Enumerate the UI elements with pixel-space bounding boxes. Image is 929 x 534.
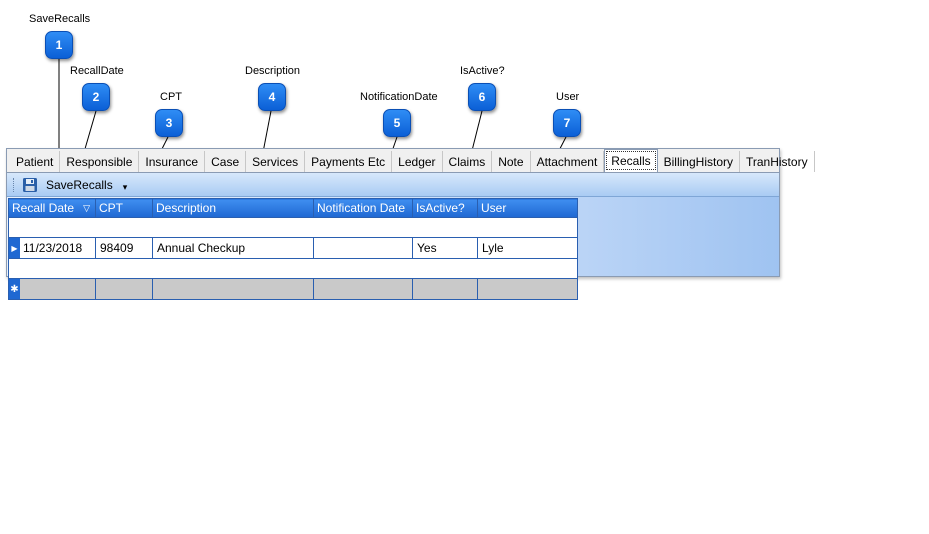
recalls-grid: Recall Date ▽ CPT Description Notificati… <box>8 198 578 300</box>
user-cell[interactable]: Lyle <box>477 237 578 259</box>
new-row-user-cell[interactable] <box>477 278 578 300</box>
recall-date-cell[interactable]: ▶ 11/23/2018 <box>8 237 96 259</box>
callout-label-cpt: CPT <box>160 91 182 103</box>
tab-payments-etc[interactable]: Payments Etc <box>305 151 393 172</box>
callout-marker-1: 1 <box>45 31 73 59</box>
tab-attachment[interactable]: Attachment <box>531 151 605 172</box>
new-row-notification-date-cell[interactable] <box>313 278 413 300</box>
callout-marker-4: 4 <box>258 83 286 111</box>
tab-tranhistory[interactable]: TranHistory <box>740 151 815 172</box>
table-row[interactable]: ▶ 11/23/2018 98409 Annual Checkup Yes Ly… <box>8 237 578 259</box>
grid-header-row: Recall Date ▽ CPT Description Notificati… <box>8 198 578 218</box>
tab-case[interactable]: Case <box>205 151 247 172</box>
tab-claims[interactable]: Claims <box>443 151 493 172</box>
new-row-indicator-icon[interactable]: ✱ <box>9 279 20 299</box>
tab-responsible[interactable]: Responsible <box>60 151 140 172</box>
grid-spacer <box>8 217 578 238</box>
save-recalls-button[interactable]: SaveRecalls <box>46 177 113 192</box>
tab-services[interactable]: Services <box>246 151 306 172</box>
callout-label-user: User <box>556 91 580 103</box>
description-cell[interactable]: Annual Checkup <box>152 237 314 259</box>
column-header-cpt[interactable]: CPT <box>95 198 153 218</box>
sort-filter-icon[interactable]: ▽ <box>83 203 90 213</box>
new-row-description-cell[interactable] <box>152 278 314 300</box>
new-row-recall-date-cell[interactable]: ✱ <box>8 278 96 300</box>
tab-recalls[interactable]: Recalls <box>604 149 658 172</box>
tab-note[interactable]: Note <box>492 151 531 172</box>
recalls-toolbar: SaveRecalls ▾ <box>7 173 779 197</box>
callout-marker-6: 6 <box>468 83 496 111</box>
recalls-panel: Patient Responsible Insurance Case Servi… <box>6 148 815 300</box>
tab-billinghistory[interactable]: BillingHistory <box>658 151 740 172</box>
column-header-label: Recall Date <box>12 201 75 215</box>
toolbar-grip[interactable] <box>13 177 16 192</box>
isactive-cell[interactable]: Yes <box>412 237 478 259</box>
callout-marker-7: 7 <box>553 109 581 137</box>
new-row-cpt-cell[interactable] <box>95 278 153 300</box>
tab-bar: Patient Responsible Insurance Case Servi… <box>7 149 815 173</box>
callout-marker-2: 2 <box>82 83 110 111</box>
callout-label-notificationdate: NotificationDate <box>360 91 438 103</box>
floppy-disk-icon[interactable] <box>22 177 38 193</box>
toolbar-dropdown-icon[interactable]: ▾ <box>122 182 128 192</box>
column-header-notification-date[interactable]: Notification Date <box>313 198 413 218</box>
new-row-isactive-cell[interactable] <box>412 278 478 300</box>
tab-patient[interactable]: Patient <box>10 151 61 172</box>
new-row[interactable]: ✱ <box>8 278 578 300</box>
tab-ledger[interactable]: Ledger <box>392 151 443 172</box>
grid-spacer <box>8 258 578 279</box>
recall-date-value: 11/23/2018 <box>23 241 83 255</box>
column-header-user[interactable]: User <box>477 198 578 218</box>
column-header-isactive[interactable]: IsActive? <box>412 198 478 218</box>
cpt-cell[interactable]: 98409 <box>95 237 153 259</box>
callout-label-description: Description <box>245 65 301 77</box>
notification-date-cell[interactable] <box>313 237 413 259</box>
column-header-recall-date[interactable]: Recall Date ▽ <box>8 198 96 218</box>
recalls-grid-area: Recall Date ▽ CPT Description Notificati… <box>7 197 779 300</box>
tab-insurance[interactable]: Insurance <box>139 151 206 172</box>
column-header-description[interactable]: Description <box>152 198 314 218</box>
callout-marker-3: 3 <box>155 109 183 137</box>
callout-label-isactive: IsActive? <box>460 65 505 77</box>
callout-marker-5: 5 <box>383 109 411 137</box>
callout-label-saverecalls: SaveRecalls <box>29 13 91 25</box>
callout-label-recalldate: RecallDate <box>70 65 124 77</box>
current-row-indicator-icon[interactable]: ▶ <box>9 238 20 258</box>
